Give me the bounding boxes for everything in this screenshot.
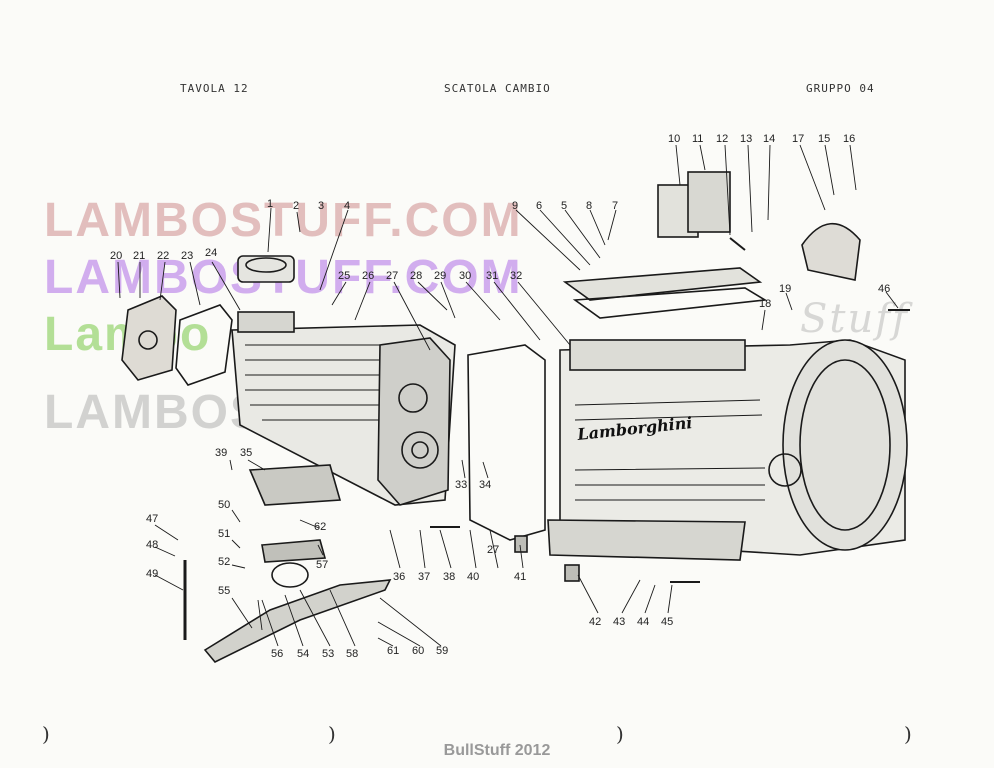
part-label: 4 [344, 200, 350, 212]
part-label: 57 [316, 559, 328, 571]
part-label: 39 [215, 447, 227, 459]
part-label: 29 [434, 270, 446, 282]
part-label: 32 [510, 270, 522, 282]
part-label: 35 [240, 447, 252, 459]
part-label: 6 [536, 200, 542, 212]
front-flange [377, 337, 451, 506]
part-label: 48 [146, 539, 158, 551]
part-label: 47 [146, 513, 158, 525]
flange-11 [687, 171, 731, 233]
rubber-mount [261, 539, 327, 563]
part-label: 51 [218, 528, 230, 540]
part-label: 43 [613, 616, 625, 628]
part-label: 33 [455, 479, 467, 491]
part-label: 9 [512, 200, 518, 212]
crossmember [203, 579, 392, 663]
part-label: 22 [157, 250, 169, 262]
side-cover [121, 295, 177, 381]
part-label: 17 [792, 133, 804, 145]
part-label: 20 [110, 250, 122, 262]
part-label: 56 [271, 648, 283, 660]
footer-credit: BullStuff 2012 [443, 742, 551, 759]
part-label: 30 [459, 270, 471, 282]
part-label: 8 [586, 200, 592, 212]
part-label: 16 [843, 133, 855, 145]
top-cover-plate [562, 267, 763, 301]
top-gasket [572, 287, 768, 319]
part-label: 59 [436, 645, 448, 657]
part-label: 40 [467, 571, 479, 583]
part-label: 53 [322, 648, 334, 660]
part-label: 27 [487, 544, 499, 556]
part-label: 7 [612, 200, 618, 212]
part-label: 60 [412, 645, 424, 657]
part-label: 19 [779, 283, 791, 295]
part-label: 44 [637, 616, 649, 628]
part-label: 55 [218, 585, 230, 597]
part-label: 36 [393, 571, 405, 583]
diagram-drawing [117, 144, 910, 663]
part-label: 25 [338, 270, 350, 282]
part-label: 21 [133, 250, 145, 262]
margin-mark: ) [42, 722, 50, 746]
watermark-text: LAMBOSTUFF.COM [44, 194, 523, 247]
part-label: 1 [267, 198, 273, 210]
part-label: 42 [589, 616, 601, 628]
margin-mark: ) [616, 722, 624, 746]
sump [547, 519, 746, 561]
bracket-17 [801, 222, 861, 281]
part-label: 34 [479, 479, 491, 491]
gasket [175, 304, 233, 386]
part-label: 54 [297, 648, 309, 660]
middle-gasket [467, 344, 546, 541]
rear-top-plate [569, 339, 746, 371]
housing-top-cover [237, 311, 295, 333]
part-label: 38 [443, 571, 455, 583]
part-label: 50 [218, 499, 230, 511]
watermark-text: Stuff [800, 296, 909, 342]
part-number-labels: 1 2 3 4 5 6 7 8 9 10 11 12 13 14 15 16 1… [110, 133, 890, 660]
page-title: SCATOLA CAMBIO [444, 82, 551, 95]
top-flange [237, 255, 295, 283]
part-label: 24 [205, 247, 217, 259]
part-label: 10 [668, 133, 680, 145]
part-label: 23 [181, 250, 193, 262]
part-label: 45 [661, 616, 673, 628]
part-label: 41 [514, 571, 526, 583]
part-label: 14 [763, 133, 775, 145]
part-label: 15 [818, 133, 830, 145]
mount-bracket [248, 464, 342, 506]
part-label: 5 [561, 200, 567, 212]
part-label: 49 [146, 568, 158, 580]
part-label: 62 [314, 521, 326, 533]
bell-housing [782, 339, 908, 551]
page-title-right: GRUPPO 04 [806, 82, 875, 95]
part-label: 46 [878, 283, 890, 295]
part-label: 18 [759, 298, 771, 310]
part-label: 52 [218, 556, 230, 568]
part-label: 3 [318, 200, 324, 212]
part-label: 26 [362, 270, 374, 282]
part-label: 12 [716, 133, 728, 145]
part-label: 2 [293, 200, 299, 212]
part-label: 13 [740, 133, 752, 145]
part-label: 31 [486, 270, 498, 282]
page-title-left: TAVOLA 12 [180, 82, 249, 95]
margin-mark: ) [328, 722, 336, 746]
part-label: 11 [692, 133, 703, 145]
part-label: 58 [346, 648, 358, 660]
part-label: 61 [387, 645, 399, 657]
part-label: 27 [386, 270, 398, 282]
part-label: 28 [410, 270, 422, 282]
margin-mark: ) [904, 722, 912, 746]
watermark-text: LAMBOS [44, 386, 264, 439]
part-label: 37 [418, 571, 430, 583]
